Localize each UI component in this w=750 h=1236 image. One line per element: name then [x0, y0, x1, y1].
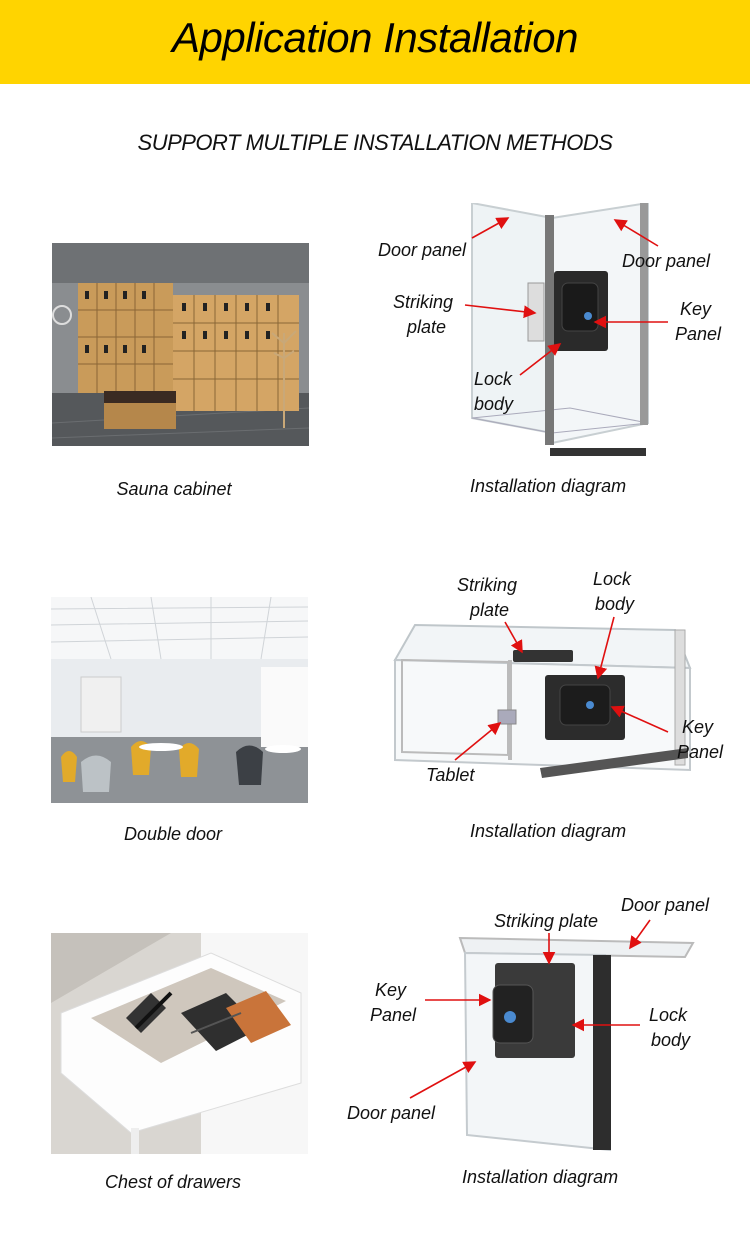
- label-lock-body-2: body: [474, 394, 514, 414]
- label-key-panel-1b: Key: [682, 717, 714, 737]
- label-striking-plate-1: Striking: [393, 292, 454, 312]
- label-lock-body-1c: Lock: [649, 1005, 688, 1025]
- double-door-photo: [51, 597, 308, 803]
- label-key-panel-1c: Key: [375, 980, 407, 1000]
- chest-of-drawers-caption: Chest of drawers: [104, 1172, 242, 1192]
- label-door-panel-top: Door panel: [621, 895, 710, 915]
- label-key-panel-2b: Panel: [677, 742, 724, 762]
- sauna-diagram-caption: Installation diagram: [470, 476, 627, 496]
- chest-of-drawers-photo: [51, 933, 308, 1154]
- label-door-panel-left: Door panel: [378, 240, 467, 260]
- section-subtitle: SUPPORT MULTIPLE INSTALLATION METHODS: [137, 130, 613, 155]
- label-lock-body-2c: body: [651, 1030, 691, 1050]
- label-striking-plate-1b: Striking: [457, 575, 518, 595]
- header-banner: Application Installation: [0, 0, 750, 84]
- sauna-installation-diagram: [440, 203, 650, 458]
- label-striking-plate-c: Striking plate: [494, 911, 599, 931]
- label-key-panel-2: Panel: [675, 324, 722, 344]
- label-tablet: Tablet: [426, 765, 475, 785]
- label-lock-body-2b: body: [595, 594, 635, 614]
- label-striking-plate-2: plate: [407, 317, 447, 337]
- double-door-diagram-caption: Installation diagram: [470, 821, 627, 841]
- label-door-panel-right: Door panel: [622, 251, 711, 271]
- double-door-caption: Double door: [123, 824, 223, 844]
- label-key-panel-1: Key: [680, 299, 712, 319]
- page-title: Application Installation: [172, 14, 578, 61]
- sauna-cabinet-photo: [52, 243, 309, 446]
- label-striking-plate-2b: plate: [470, 600, 510, 620]
- label-key-panel-2c: Panel: [370, 1005, 417, 1025]
- double-door-installation-diagram: [390, 620, 695, 780]
- drawer-diagram-caption: Installation diagram: [462, 1167, 619, 1187]
- label-lock-body-1: Lock: [474, 369, 513, 389]
- sauna-cabinet-caption: Sauna cabinet: [116, 479, 232, 499]
- label-lock-body-1b: Lock: [593, 569, 632, 589]
- label-door-panel-bottom: Door panel: [347, 1103, 436, 1123]
